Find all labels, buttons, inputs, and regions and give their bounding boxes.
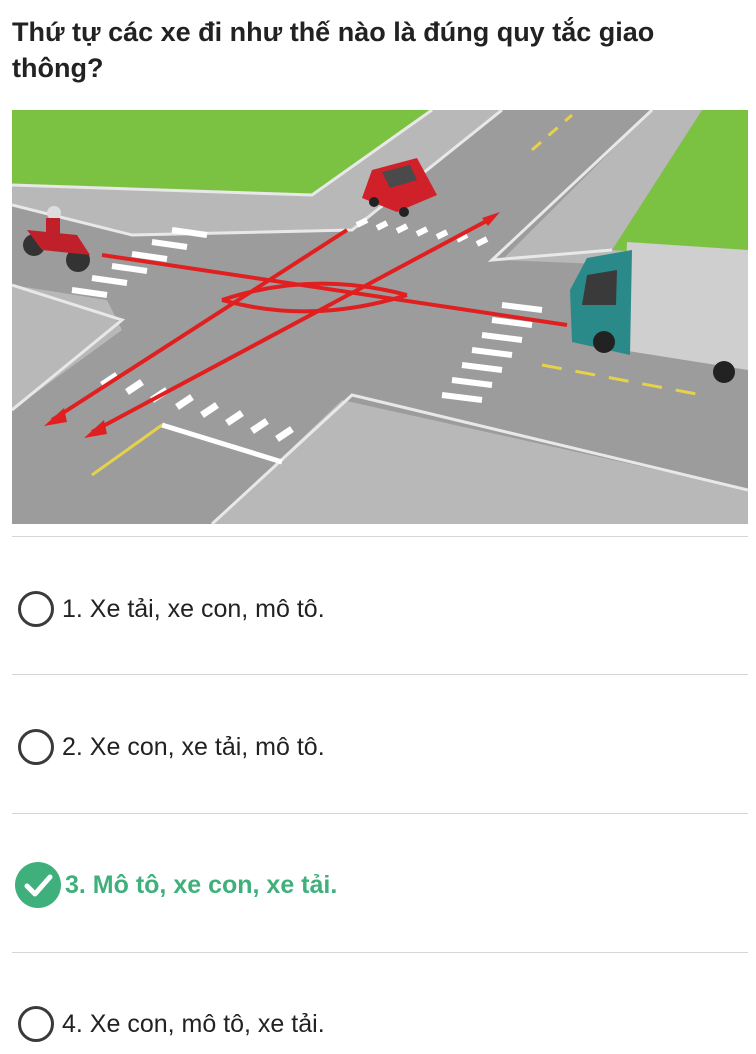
option-2[interactable]: 2. Xe con, xe tải, mô tô. [12, 717, 748, 777]
crosswalk-top [355, 217, 489, 247]
sidewalk-bottom [212, 400, 748, 524]
direction-arrows [50, 216, 568, 434]
option-3[interactable]: 3. Mô tô, xe con, xe tải. [12, 855, 748, 915]
red-car-icon [362, 158, 437, 217]
option-2-label: 2. Xe con, xe tải, mô tô. [62, 732, 325, 761]
intersection-illustration [12, 110, 748, 524]
option-1-label: 1. Xe tải, xe con, mô tô. [62, 594, 325, 623]
motorcycle-icon [23, 206, 90, 272]
grass-top-left [12, 110, 432, 195]
crosswalk-right [441, 302, 543, 403]
grass-top-right [612, 110, 748, 260]
divider-2 [12, 813, 748, 814]
divider-0 [12, 536, 748, 537]
option-4[interactable]: 4. Xe con, mô tô, xe tải. [12, 994, 748, 1054]
option-3-label: 3. Mô tô, xe con, xe tải. [65, 870, 338, 899]
option-1[interactable]: 1. Xe tải, xe con, mô tô. [12, 579, 748, 639]
sidewalk-left [12, 285, 122, 410]
crosswalk-left [71, 227, 208, 298]
check-circle-icon[interactable] [15, 862, 61, 908]
radio-unchecked-icon[interactable] [18, 591, 54, 627]
truck-icon [570, 242, 748, 383]
sidewalk-top-right [502, 110, 748, 270]
divider-1 [12, 674, 748, 675]
option-4-label: 4. Xe con, mô tô, xe tải. [62, 1009, 325, 1038]
radio-unchecked-icon[interactable] [18, 729, 54, 765]
radio-unchecked-icon[interactable] [18, 1006, 54, 1042]
divider-3 [12, 952, 748, 953]
question-text: Thứ tự các xe đi như thế nào là đúng quy… [12, 17, 655, 83]
